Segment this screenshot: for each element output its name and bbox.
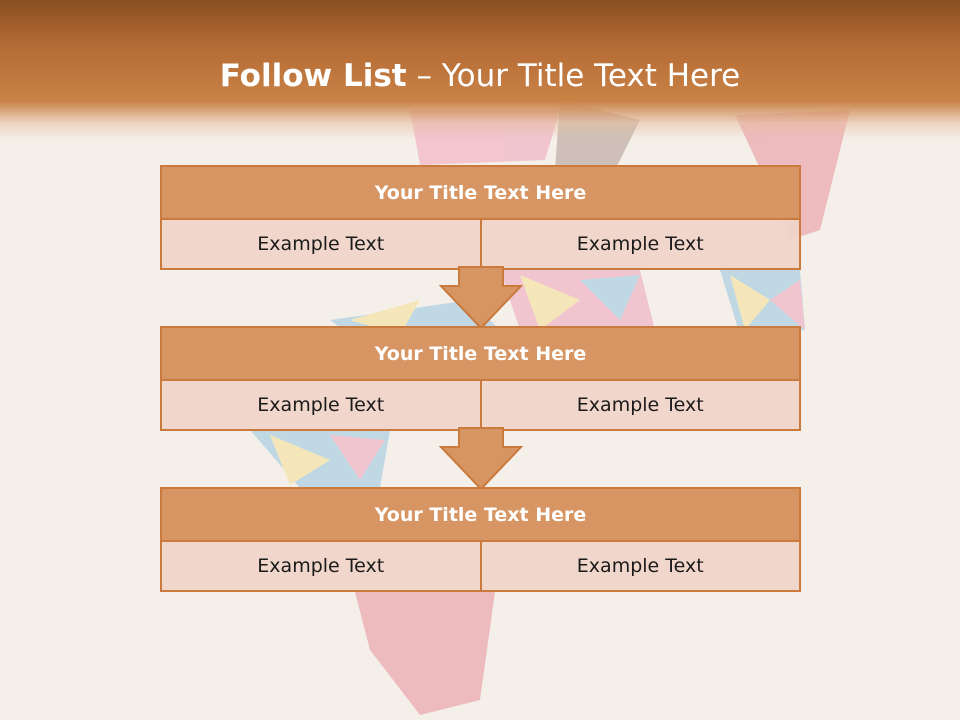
block-row: Example Text Example Text [160,542,801,592]
block-row: Example Text Example Text [160,381,801,431]
block-title: Your Title Text Here [160,326,801,381]
header-band [0,0,960,140]
block-cell-left: Example Text [160,220,482,270]
down-arrow-icon [438,427,524,491]
list-block: Your Title Text Here Example Text Exampl… [160,326,801,431]
slide-title-rest: – Your Title Text Here [406,58,741,94]
block-cell-right: Example Text [481,220,801,270]
block-title: Your Title Text Here [160,165,801,220]
list-block: Your Title Text Here Example Text Exampl… [160,487,801,592]
slide-title-bold: Follow List [219,58,407,94]
block-cell-left: Example Text [160,381,482,431]
slide-title: Follow List – Your Title Text Here [0,52,960,100]
block-row: Example Text Example Text [160,220,801,270]
block-cell-right: Example Text [481,381,801,431]
block-cell-left: Example Text [160,542,482,592]
list-block: Your Title Text Here Example Text Exampl… [160,165,801,270]
block-cell-right: Example Text [481,542,801,592]
block-title: Your Title Text Here [160,487,801,542]
down-arrow-icon [438,266,524,330]
